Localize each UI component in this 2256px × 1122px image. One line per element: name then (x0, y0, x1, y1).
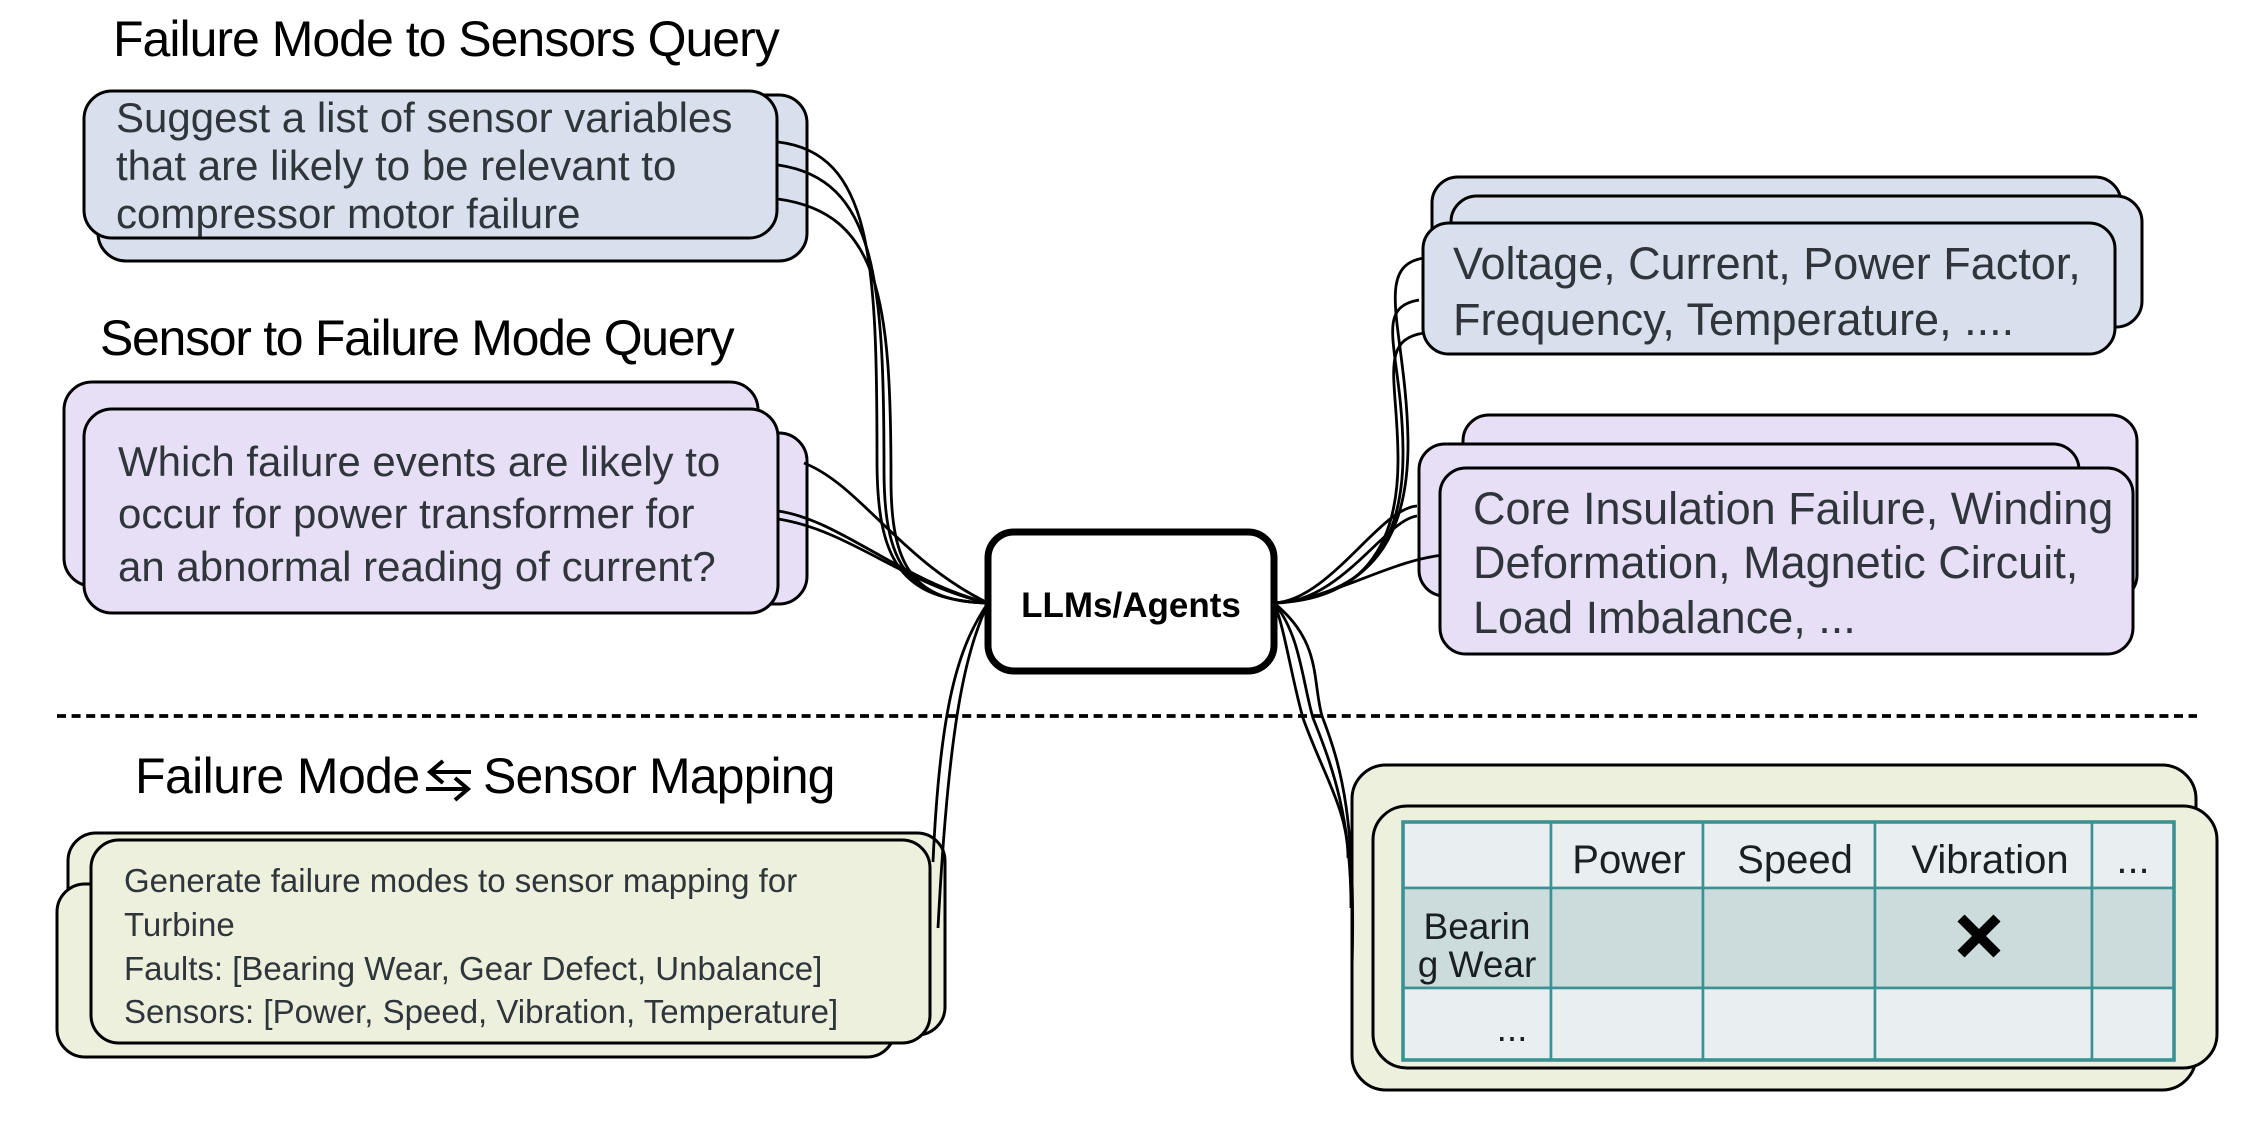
svg-text:Vibration: Vibration (1911, 838, 2068, 882)
svg-text:Failure Mode to Sensors Query: Failure Mode to Sensors Query (113, 11, 780, 67)
svg-text:that are likely to be relevant: that are likely to be relevant to (116, 142, 676, 189)
svg-text:Which failure events are likel: Which failure events are likely to (118, 438, 720, 485)
svg-text:Deformation, Magnetic Circuit,: Deformation, Magnetic Circuit, (1473, 537, 2078, 588)
svg-text:Sensors: [Power, Speed, Vibrat: Sensors: [Power, Speed, Vibration, Tempe… (124, 993, 838, 1030)
svg-text:Voltage, Current, Power Factor: Voltage, Current, Power Factor, (1453, 238, 2081, 289)
svg-text:Turbine: Turbine (124, 906, 235, 943)
svg-text:an abnormal reading of current: an abnormal reading of current? (118, 543, 716, 590)
svg-text:Generate failure modes to sens: Generate failure modes to sensor mapping… (124, 862, 797, 899)
svg-text:Load Imbalance, ...: Load Imbalance, ... (1473, 592, 1856, 643)
svg-text:occur for power transformer fo: occur for power transformer for (118, 490, 695, 537)
svg-text:Faults: [Bearing Wear, Gear De: Faults: [Bearing Wear, Gear Defect, Unba… (124, 950, 822, 987)
svg-text:Core Insulation Failure, Windi: Core Insulation Failure, Winding (1473, 483, 2113, 534)
svg-text:Failure Mode: Failure Mode (135, 748, 420, 804)
svg-text:Suggest a list of sensor varia: Suggest a list of sensor variables (116, 94, 732, 141)
svg-text:Power: Power (1572, 838, 1685, 882)
svg-text:...: ... (2116, 838, 2149, 882)
svg-text:...: ... (1497, 1008, 1528, 1049)
svg-text:Sensor Mapping: Sensor Mapping (483, 748, 835, 804)
svg-text:Bearin: Bearin (1424, 906, 1531, 947)
svg-text:Speed: Speed (1737, 838, 1853, 882)
svg-text:compressor motor failure: compressor motor failure (116, 190, 580, 237)
svg-text:g Wear: g Wear (1418, 944, 1537, 985)
svg-text:Sensor to Failure Mode Query: Sensor to Failure Mode Query (100, 310, 735, 366)
svg-text:Frequency, Temperature, ....: Frequency, Temperature, .... (1453, 294, 2014, 345)
svg-text:LLMs/Agents: LLMs/Agents (1021, 586, 1241, 625)
